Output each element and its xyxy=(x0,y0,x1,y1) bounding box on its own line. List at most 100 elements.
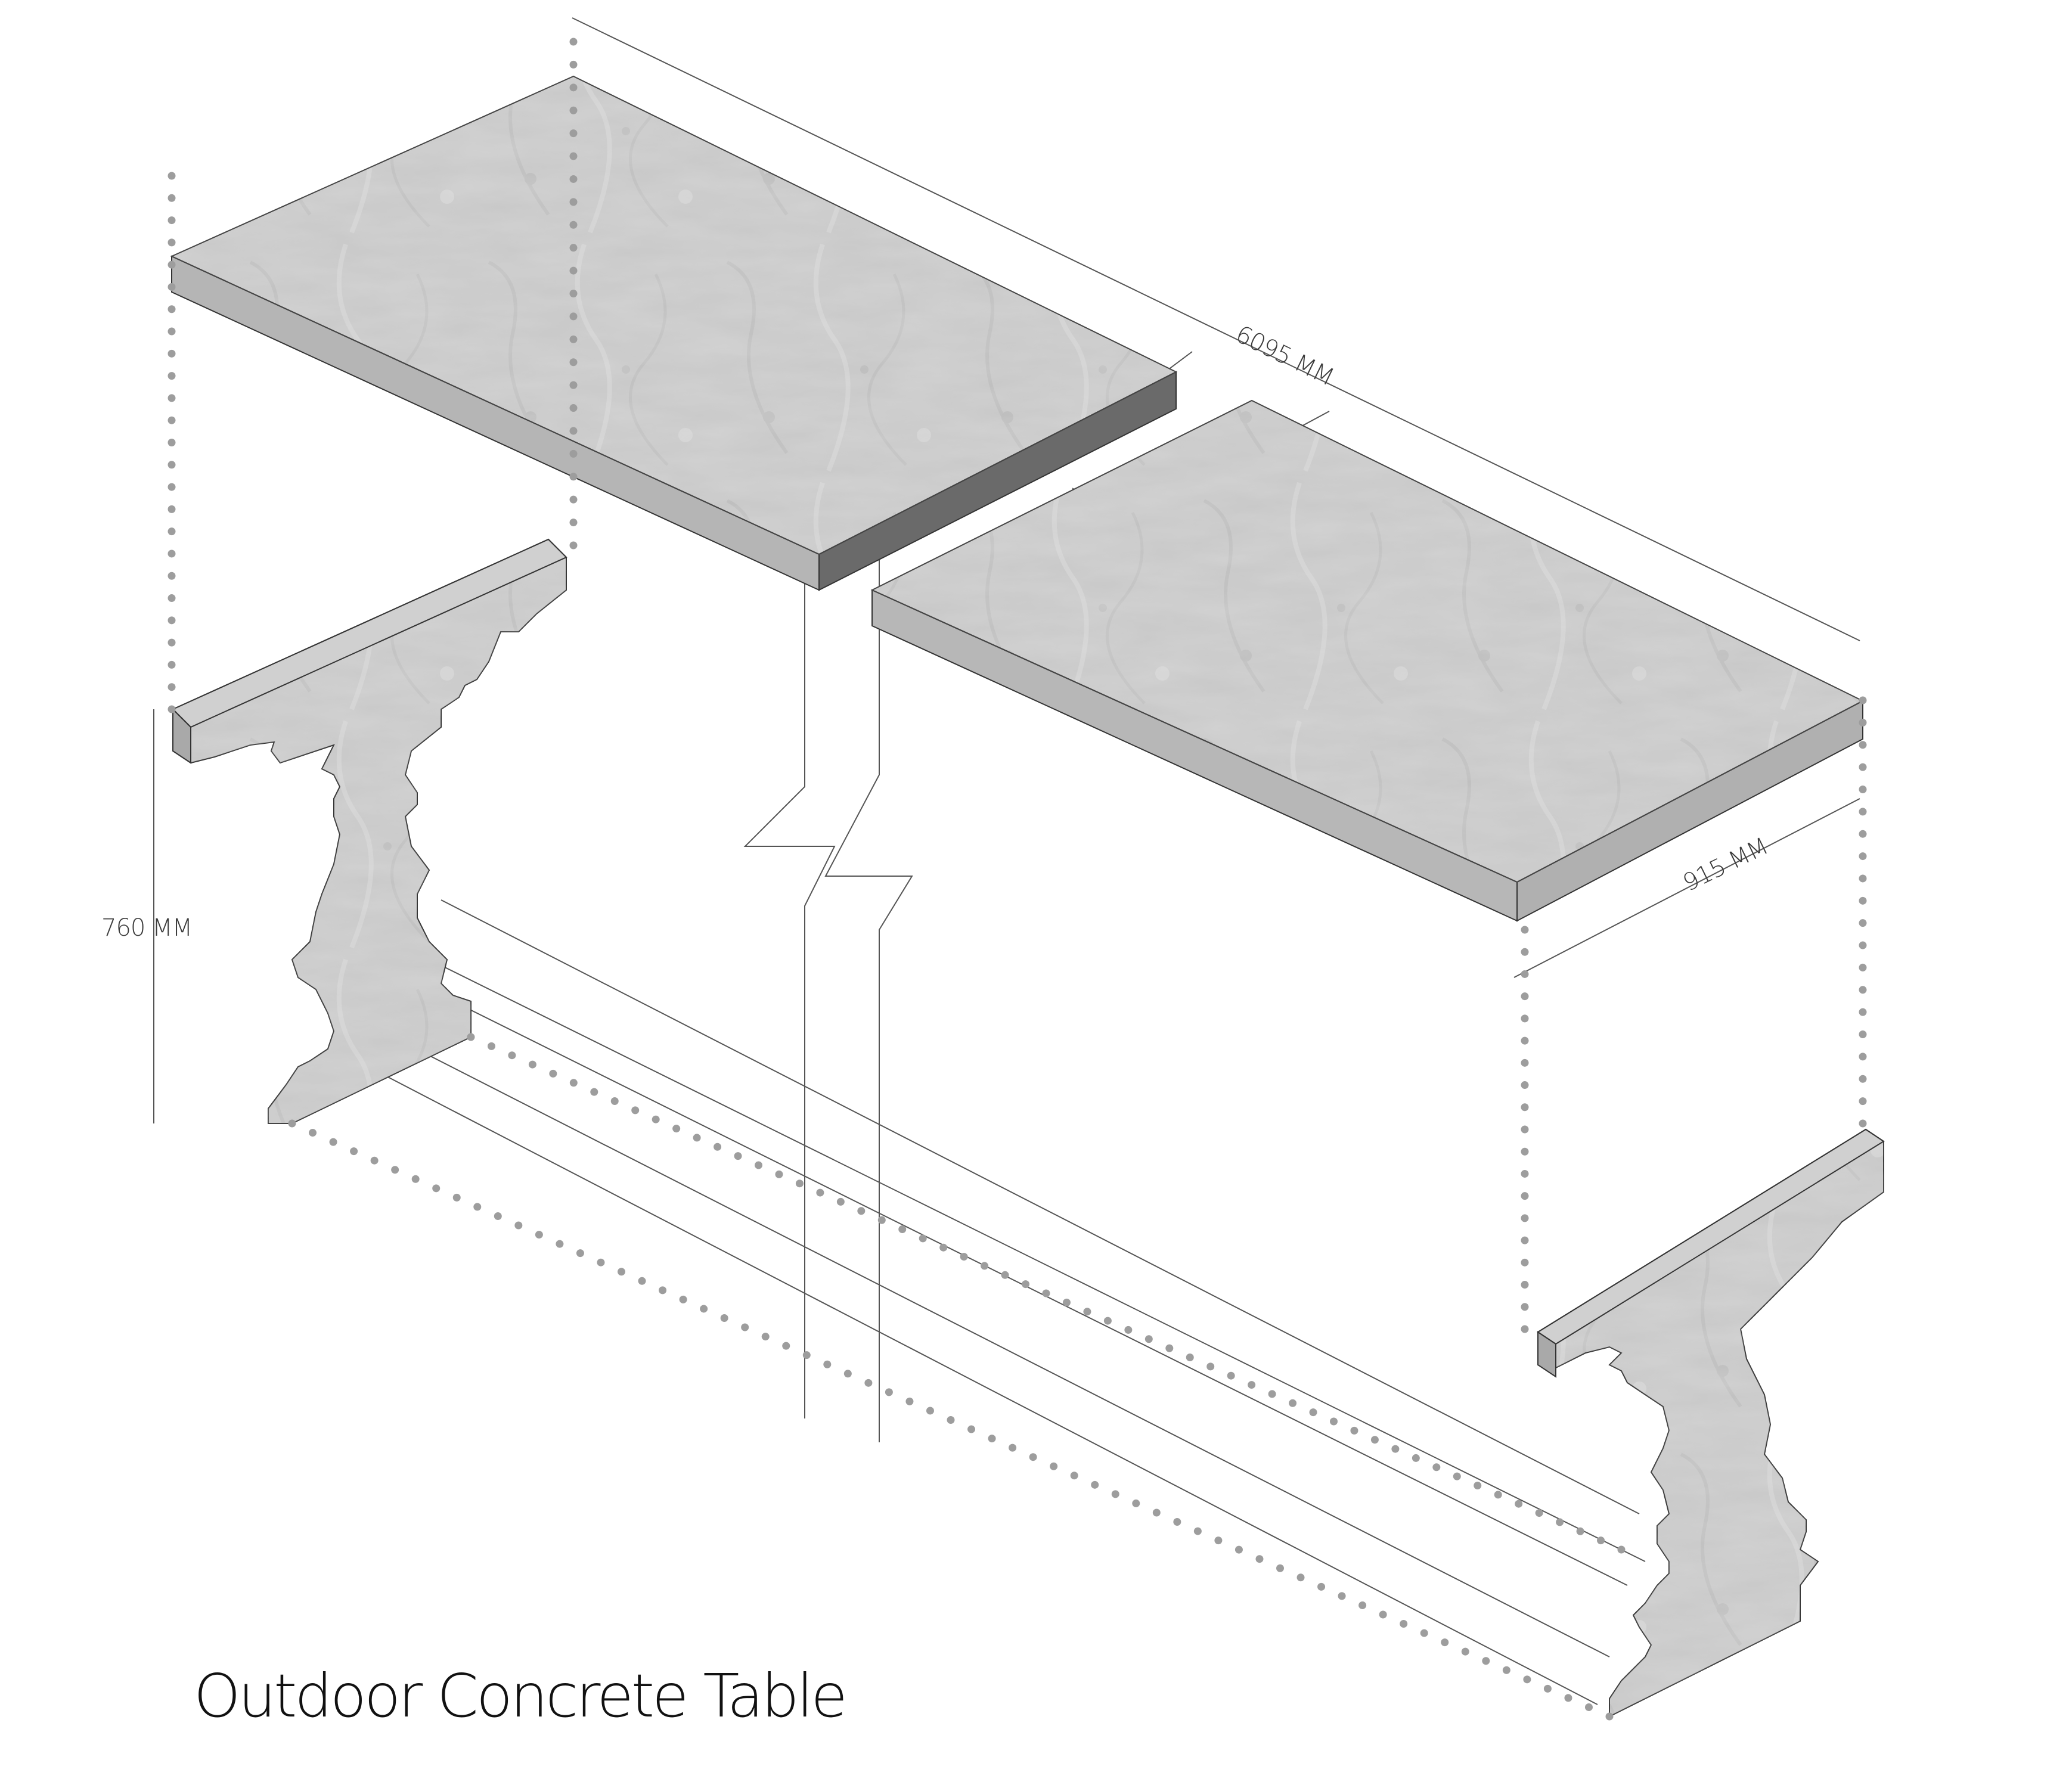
guide-dot xyxy=(1535,1509,1543,1517)
guide-dot xyxy=(1124,1326,1133,1334)
guide-dot xyxy=(1523,1675,1531,1684)
guide-dot xyxy=(494,1212,502,1220)
guide-dot xyxy=(168,594,176,603)
guide-dot xyxy=(693,1134,701,1142)
guide-dot xyxy=(569,198,578,206)
guide-dot xyxy=(597,1258,605,1266)
guide-dot xyxy=(168,305,176,313)
guide-dot xyxy=(1186,1354,1194,1361)
right-pedestal-leg xyxy=(1537,1128,1885,1718)
guide-dot xyxy=(700,1305,708,1313)
guide-dot xyxy=(1420,1629,1428,1637)
guide-dot xyxy=(1453,1472,1461,1480)
guide-dot xyxy=(569,38,578,46)
dotted-guide-lines xyxy=(168,38,1867,1721)
guide-dot xyxy=(1521,926,1529,934)
guide-dot xyxy=(1152,1508,1161,1517)
guide-dot xyxy=(1859,1075,1867,1083)
guide-dot xyxy=(1502,1666,1510,1674)
right-vertical-guide xyxy=(1859,696,1867,1128)
guide-dot xyxy=(288,1119,296,1128)
guide-dot xyxy=(1521,1058,1529,1067)
guide-dot xyxy=(569,404,578,412)
guide-dot xyxy=(755,1161,762,1169)
guide-dot xyxy=(1521,948,1529,956)
guide-dot xyxy=(1859,1053,1867,1061)
guide-dot xyxy=(1009,1444,1017,1452)
guide-dot xyxy=(168,327,176,336)
guide-dot xyxy=(1330,1417,1338,1426)
guide-dot xyxy=(1521,1169,1529,1178)
guide-dot xyxy=(569,541,578,550)
guide-dot xyxy=(1564,1694,1572,1702)
guide-dot xyxy=(576,1249,584,1258)
guide-dot xyxy=(1521,1081,1529,1089)
guide-dot xyxy=(1062,1298,1071,1306)
guide-dot xyxy=(1859,785,1867,793)
guide-dot xyxy=(1103,1317,1112,1325)
guide-dot xyxy=(1597,1536,1605,1545)
guide-dot xyxy=(823,1360,832,1368)
guide-dot xyxy=(1859,874,1867,883)
guide-dot xyxy=(391,1166,399,1174)
guide-dot xyxy=(535,1231,543,1239)
guide-dot xyxy=(885,1388,893,1396)
guide-dot xyxy=(1859,763,1867,771)
guide-dot xyxy=(168,683,176,691)
guide-dot xyxy=(1358,1601,1367,1609)
guide-dot xyxy=(569,1079,578,1087)
guide-dot xyxy=(508,1051,516,1060)
guide-dot xyxy=(569,83,578,92)
guide-dot xyxy=(741,1323,749,1331)
guide-dot xyxy=(432,1184,441,1193)
guide-dot xyxy=(1461,1647,1469,1656)
guide-dot xyxy=(1521,1192,1529,1200)
guide-dot xyxy=(1289,1399,1297,1407)
guide-dot xyxy=(618,1268,625,1276)
guide-dot xyxy=(1521,1236,1529,1244)
guide-dot xyxy=(168,416,176,424)
guide-dot xyxy=(168,172,176,180)
guide-dot xyxy=(1474,1482,1482,1489)
guide-dot xyxy=(411,1175,420,1183)
guide-dot xyxy=(1859,919,1867,927)
guide-dot xyxy=(761,1333,770,1341)
guide-dot xyxy=(569,519,578,527)
left-pedestal-leg xyxy=(172,538,567,1124)
guide-dot xyxy=(782,1342,790,1350)
guide-dot xyxy=(556,1240,564,1248)
guide-dot xyxy=(1617,1545,1626,1554)
guide-dot xyxy=(1379,1610,1387,1619)
guide-dot xyxy=(1859,1030,1867,1039)
guide-dot xyxy=(734,1152,742,1160)
guide-dot xyxy=(1350,1426,1358,1435)
guide-dot xyxy=(168,505,176,513)
guide-dot xyxy=(1248,1381,1256,1389)
guide-dot xyxy=(1859,852,1867,861)
guide-dot xyxy=(843,1370,852,1378)
guide-dot xyxy=(1482,1657,1490,1665)
guide-dot xyxy=(1521,1125,1529,1134)
guide-dot xyxy=(569,495,578,504)
left-tabletop-slab xyxy=(170,75,1178,591)
guide-dot xyxy=(1521,1303,1529,1311)
guide-dot xyxy=(1521,1147,1529,1156)
guide-dot xyxy=(1022,1280,1030,1289)
guide-dot xyxy=(350,1147,358,1156)
guide-dot xyxy=(1370,1436,1379,1444)
guide-dot xyxy=(1309,1408,1317,1417)
guide-dot xyxy=(569,381,578,389)
guide-dot xyxy=(1432,1463,1441,1472)
guide-dot xyxy=(864,1379,873,1387)
left-vertical-guide xyxy=(168,172,176,713)
guide-dot xyxy=(569,266,578,275)
guide-dot xyxy=(168,616,176,625)
guide-dot xyxy=(569,473,578,481)
guide-dot xyxy=(569,427,578,435)
guide-dot xyxy=(569,358,578,367)
guide-dot xyxy=(1338,1592,1346,1600)
guide-dot xyxy=(1132,1499,1140,1507)
guide-dot xyxy=(1441,1638,1449,1647)
guide-dot xyxy=(1576,1527,1584,1535)
